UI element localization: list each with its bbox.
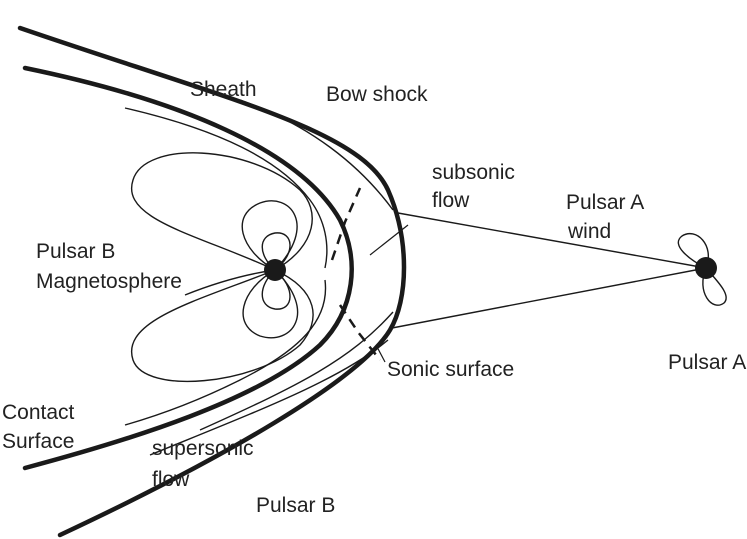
pulsar-a-lobe-upper <box>677 233 709 269</box>
label-pulsar-b-magnetosphere-line1: Pulsar B <box>36 240 115 263</box>
supersonic-flow-line <box>149 339 389 456</box>
field-line-inner-lower <box>261 269 291 310</box>
label-bow-shock: Bow shock <box>326 83 428 106</box>
label-supersonic-line1: supersonic <box>152 437 254 460</box>
label-pulsar-b-magnetosphere-line2: Magnetosphere <box>36 270 182 293</box>
sonic-surface-pointer <box>375 344 386 363</box>
pulsar-a-dot <box>695 257 717 279</box>
contact-surface-curve <box>22 65 354 471</box>
label-sheath: Sheath <box>190 78 257 101</box>
pulsar-a-wind-upper <box>397 212 707 269</box>
label-pulsar-b: Pulsar B <box>256 494 335 517</box>
field-line-mid-lower <box>242 269 299 339</box>
pulsar-b-dot <box>264 259 286 281</box>
sheath-flow-line-upper <box>239 99 394 211</box>
pulsar-a-lobe-lower <box>702 266 727 306</box>
sonic-surface-lower <box>338 304 381 361</box>
field-line-outer-lower <box>130 269 314 383</box>
label-sonic-surface: Sonic surface <box>387 358 514 381</box>
sonic-surface-upper <box>330 187 362 261</box>
sheath-flow-line-lower <box>199 311 394 431</box>
field-line-inner-upper <box>261 232 291 271</box>
label-pulsar-a: Pulsar A <box>668 351 746 374</box>
label-subsonic-line2: flow <box>432 189 470 212</box>
magnetosphere-tail-line <box>184 269 276 296</box>
field-line-mid-upper <box>241 200 298 271</box>
label-contact-surface-line2: Surface <box>2 430 74 453</box>
label-pulsar-a-wind-line1: Pulsar A <box>566 191 644 214</box>
label-subsonic-line1: subsonic <box>432 161 515 184</box>
subsonic-pointer <box>369 224 409 256</box>
field-line-outer-upper <box>130 152 313 271</box>
label-pulsar-a-wind-line2: wind <box>567 220 611 243</box>
label-supersonic-line2: flow <box>152 468 190 491</box>
magnetosphere-boundary-lower <box>124 279 327 426</box>
label-contact-surface-line1: Contact <box>2 401 75 424</box>
magnetosphere-boundary-upper <box>124 107 328 269</box>
bow-shock-curve <box>17 25 407 538</box>
pulsar-a-wind-lower <box>391 267 707 329</box>
